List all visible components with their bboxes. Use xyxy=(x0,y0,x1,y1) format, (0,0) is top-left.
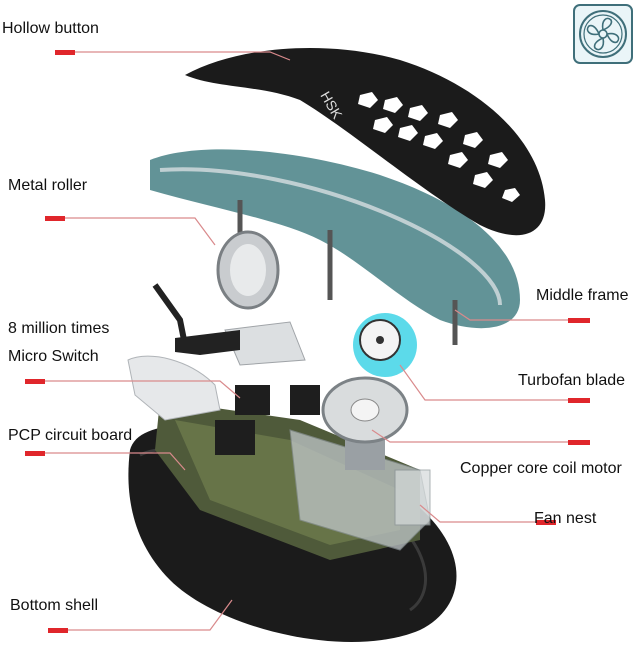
micro-switch xyxy=(127,283,320,455)
leader-lines xyxy=(45,51,568,631)
label-middle-frame: Middle frame xyxy=(536,287,629,304)
fan-icon xyxy=(573,4,633,64)
metal-roller xyxy=(216,230,280,310)
turbofan-blade xyxy=(353,313,417,377)
label-markers xyxy=(25,50,590,633)
label-hollow-button: Hollow button xyxy=(2,20,99,37)
label-micro-switch-line1: 8 million times xyxy=(8,320,110,337)
label-fan-nest: Fan nest xyxy=(534,510,597,527)
label-micro-switch-line2: Micro Switch xyxy=(8,348,99,365)
label-turbofan-blade: Turbofan blade xyxy=(518,372,626,389)
label-metal-roller: Metal roller xyxy=(8,177,88,194)
label-copper-motor: Copper core coil motor xyxy=(460,460,622,477)
fan-nest xyxy=(289,429,431,551)
label-pcb: PCP circuit board xyxy=(8,427,133,444)
copper-core-coil-motor xyxy=(321,376,409,470)
label-bottom-shell: Bottom shell xyxy=(10,597,99,614)
top-shell: HSK xyxy=(185,48,546,236)
